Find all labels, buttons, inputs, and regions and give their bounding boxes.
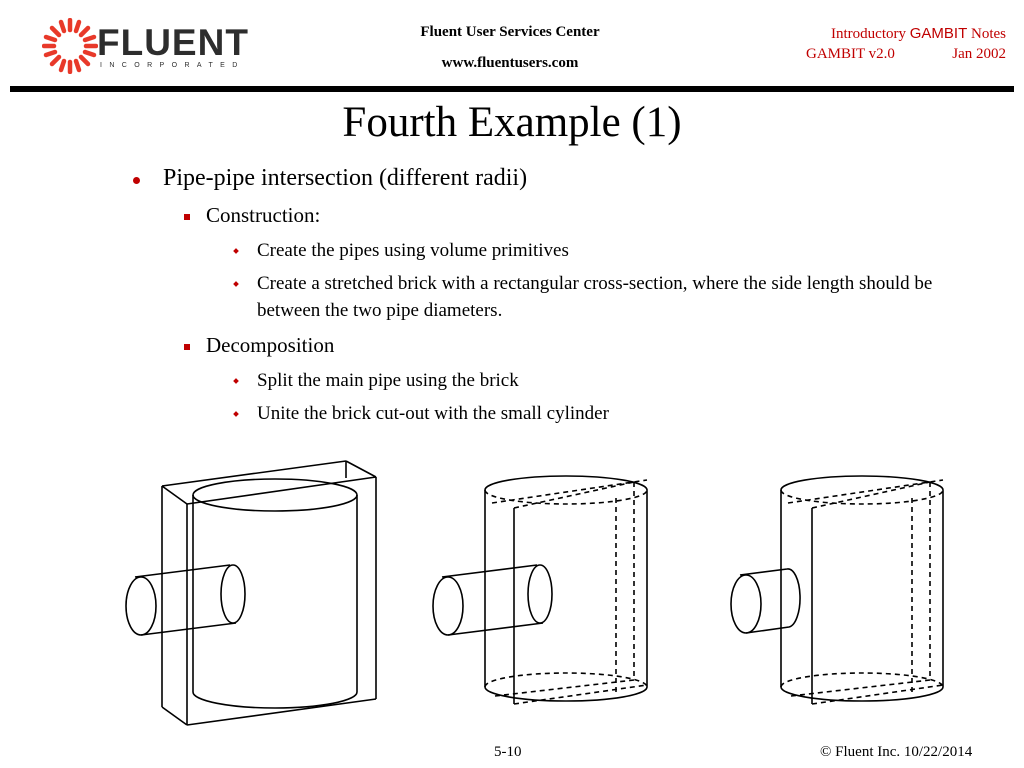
notes-suffix: Notes (971, 26, 1006, 42)
fluent-logo: FLUENT INCORPORATED (42, 18, 248, 74)
notes-prefix: Introductory (831, 26, 906, 42)
main-bullet: Pipe-pipe intersection (different radii) (163, 165, 528, 191)
copyright-text: © Fluent Inc. 10/22/2014 (820, 744, 973, 760)
decomposition-item-2: Unite the brick cut-out with the small c… (257, 403, 609, 424)
diagram-united-pipe (730, 475, 944, 705)
construction-item-2: Create a stretched brick with a rectangu… (257, 273, 933, 321)
bullet-dot-icon (133, 177, 140, 184)
bullet-square-icon (184, 214, 190, 220)
gambit-version: GAMBIT v2.0 (806, 46, 895, 62)
diagram-split-pipe (432, 475, 648, 705)
notes-brand: GAMBIT (909, 25, 968, 42)
bullet-square-icon (184, 344, 190, 350)
construction-item-1: Create the pipes using volume primitives (257, 240, 569, 261)
logo-wordmark: FLUENT (97, 22, 249, 63)
decomposition-heading: Decomposition (206, 333, 335, 357)
construction-heading: Construction: (206, 203, 321, 227)
decomposition-item-1: Split the main pipe using the brick (257, 370, 519, 391)
fluent-star-icon (42, 18, 98, 74)
notes-date: Jan 2002 (952, 46, 1006, 62)
slide-title: Fourth Example (1) (342, 99, 682, 146)
course-info: Introductory GAMBIT Notes GAMBIT v2.0 Ja… (760, 24, 1006, 62)
page-number: 5-10 (494, 744, 522, 760)
org-name: Fluent User Services Center (420, 24, 600, 40)
diagram-brick-and-pipes (125, 460, 377, 726)
site-url: www.fluentusers.com (441, 55, 579, 71)
logo-subtitle: INCORPORATED (100, 62, 245, 69)
header-divider (10, 86, 1014, 92)
